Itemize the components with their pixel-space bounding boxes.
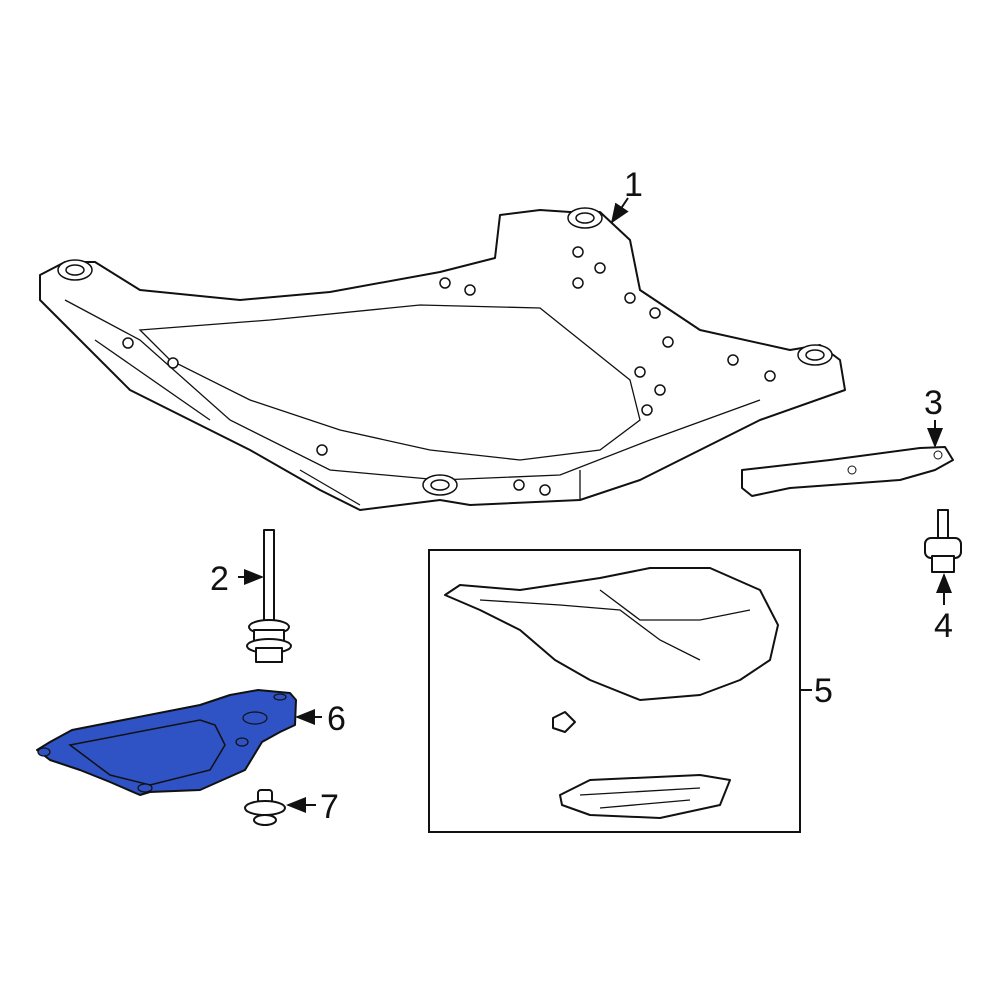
bolt-part[interactable] bbox=[246, 529, 292, 663]
crossmember-part[interactable] bbox=[39, 207, 846, 511]
callout-3[interactable]: 3 bbox=[924, 384, 943, 422]
clip-part[interactable] bbox=[244, 789, 286, 826]
brace-part[interactable] bbox=[741, 446, 954, 497]
leader-lines bbox=[238, 197, 952, 813]
callout-6[interactable]: 6 bbox=[327, 700, 346, 738]
callout-1[interactable]: 1 bbox=[624, 166, 643, 204]
callout-5[interactable]: 5 bbox=[814, 672, 833, 710]
callout-2[interactable]: 2 bbox=[210, 560, 229, 598]
callout-4[interactable]: 4 bbox=[934, 607, 953, 645]
callout-7[interactable]: 7 bbox=[320, 788, 339, 826]
splash-shield-kit-box[interactable] bbox=[428, 549, 801, 833]
mount-part[interactable] bbox=[924, 509, 962, 573]
under-cover-part[interactable] bbox=[36, 689, 297, 796]
